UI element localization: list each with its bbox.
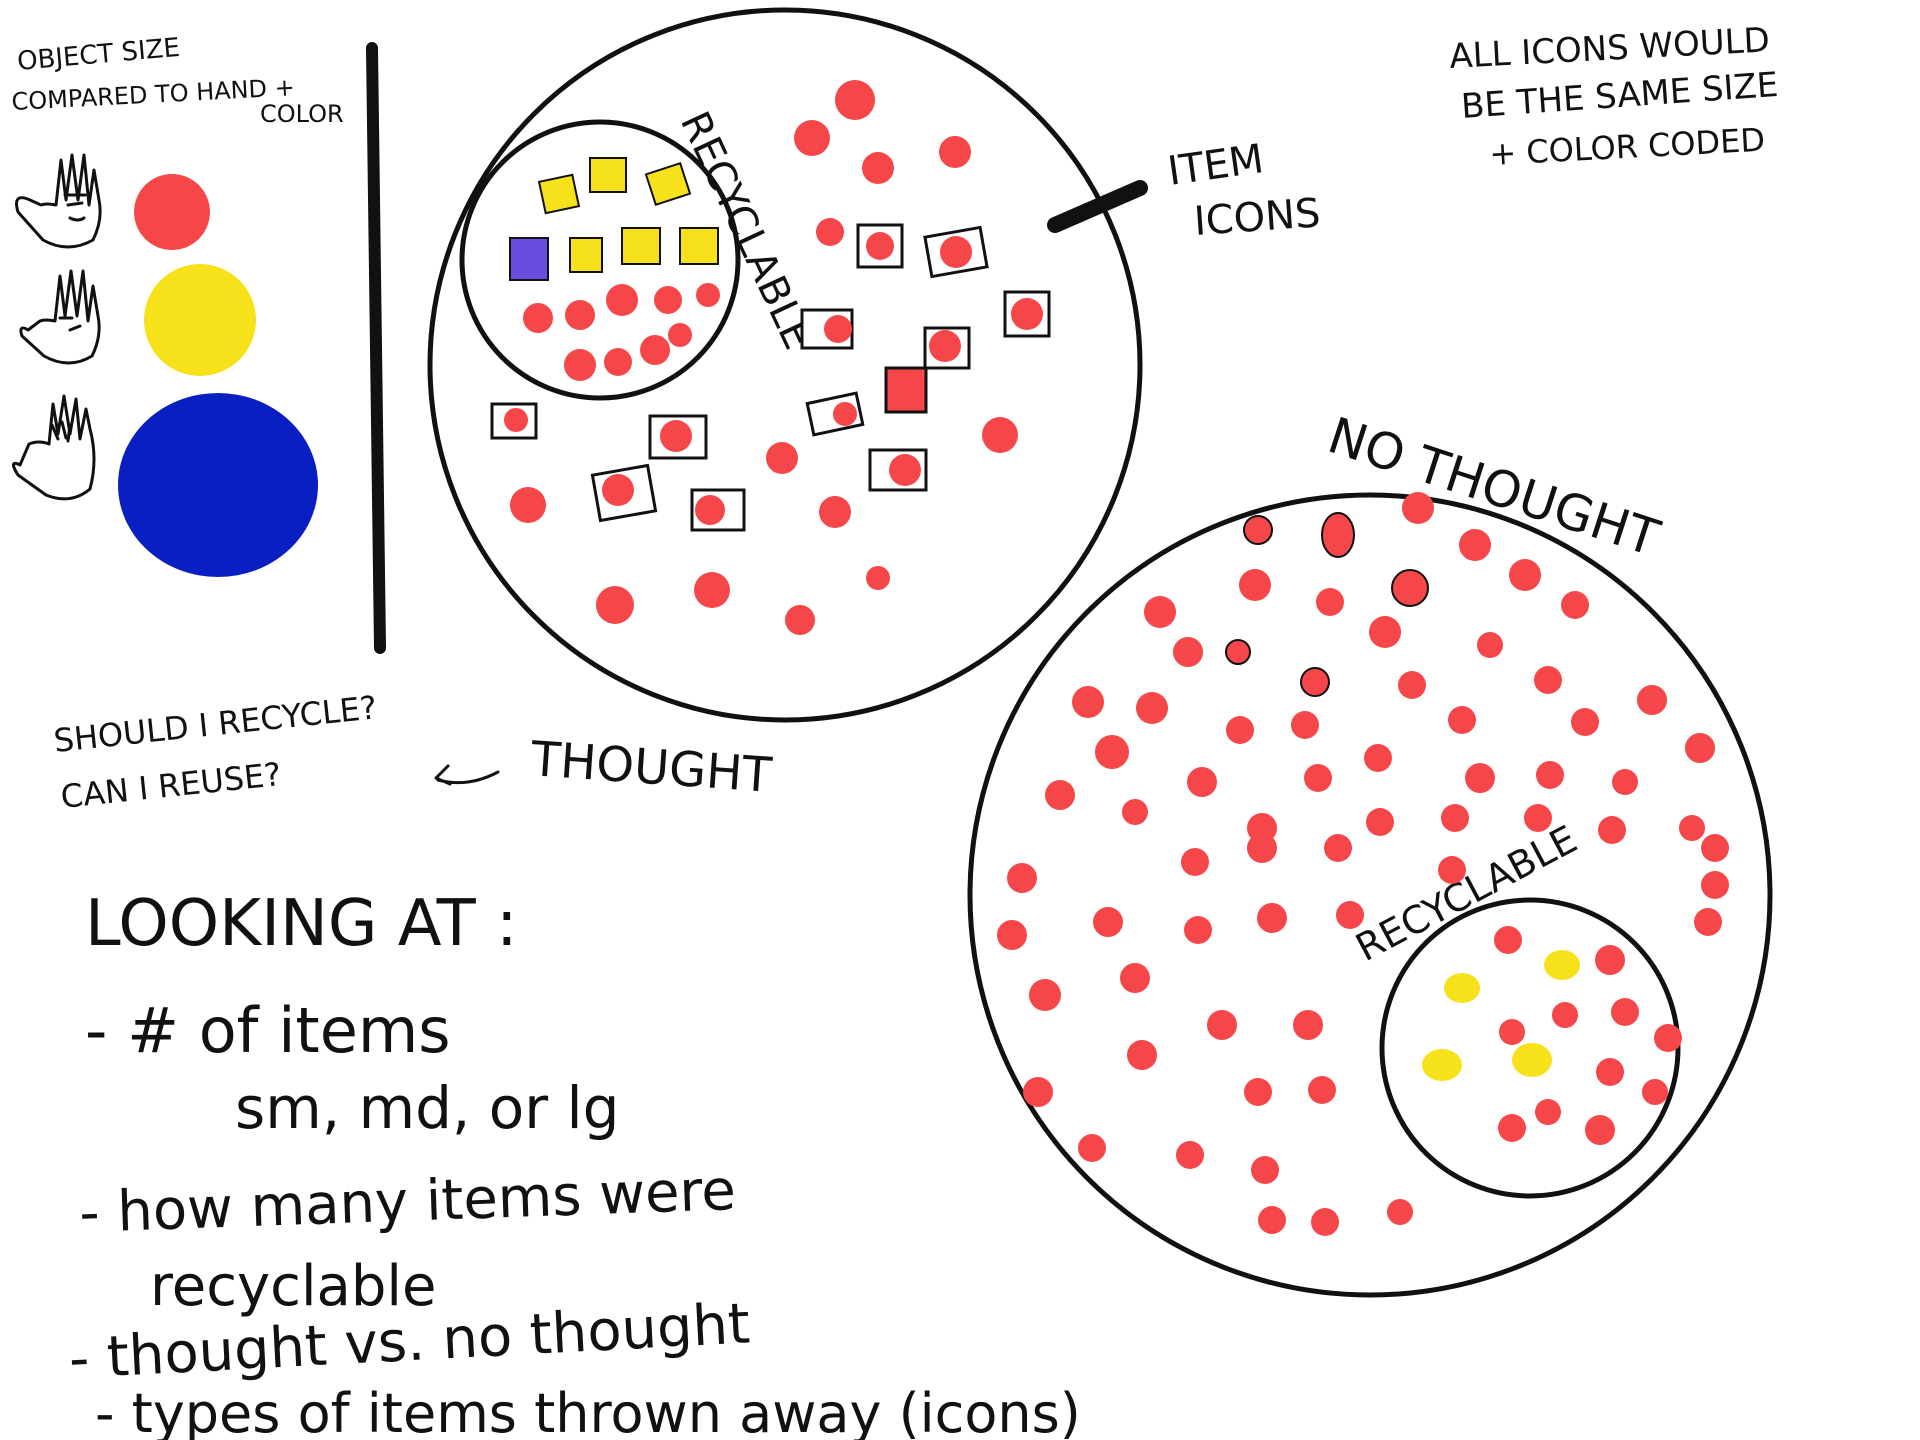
thought-recyclable-dots <box>523 283 720 381</box>
apple-core-icon <box>1243 515 1273 545</box>
size-dot-medium <box>144 264 256 376</box>
thought-recyclable-circle <box>459 119 741 401</box>
looking-at: LOOKING AT : - # of items sm, md, or lg … <box>67 887 1080 1440</box>
hand-icon-small <box>15 153 102 249</box>
item-icons-pointer <box>1047 180 1148 233</box>
wrapper-icon <box>805 391 865 437</box>
wrapper-icon <box>884 366 928 414</box>
note-top-right: ALL ICONS WOULD BE THE SAME SIZE + COLOR… <box>1448 20 1779 173</box>
no-thought-recyclable-label: RECYCLABLE <box>1349 817 1584 970</box>
no-thought-recyclable-dots <box>1494 926 1682 1145</box>
apple-core-icon <box>1300 667 1330 697</box>
strawberry-icon <box>1321 512 1355 558</box>
cube-icon <box>589 157 627 193</box>
item-icons-line1: ITEM <box>1165 136 1266 195</box>
legend-title-line2: COMPARED TO HAND + <box>11 73 296 116</box>
looking-at-item-3: - how many items were <box>78 1158 737 1246</box>
looking-at-item-1: - # of items <box>85 994 451 1067</box>
thought-circle: RECYCLABLE THOUGHT <box>427 7 1143 804</box>
hand-icon-medium <box>19 269 101 365</box>
no-thought-dots <box>997 492 1729 1236</box>
wrapper-icon <box>856 223 904 269</box>
no-thought-yellow-dots <box>1422 950 1580 1081</box>
legend-title-line3: COLOR <box>260 100 344 128</box>
wrapper-icon <box>690 488 746 532</box>
arrow-icon <box>434 764 500 786</box>
legend-title-line1: OBJECT SIZE <box>16 33 181 77</box>
cube-icon <box>569 237 603 273</box>
questions: SHOULD I RECYCLE? CAN I REUSE? <box>52 688 500 816</box>
wrapper-icon <box>1003 290 1051 338</box>
note-line3: + COLOR CODED <box>1488 121 1765 173</box>
no-thought-circle: NO THOUGHT RECYCLABLE <box>967 406 1773 1298</box>
wrapper-icon <box>923 326 971 370</box>
hand-icon-large <box>12 394 96 501</box>
divider-line <box>366 42 386 654</box>
cube-icon-large <box>509 237 549 281</box>
wrapper-icon <box>648 414 708 460</box>
wrapper-icon <box>868 448 928 492</box>
item-icons-line2: ICONS <box>1192 190 1321 245</box>
looking-at-heading: LOOKING AT : <box>85 887 518 961</box>
food-icons <box>1225 512 1429 697</box>
cube-icon <box>537 173 581 215</box>
wrapper-icon <box>923 225 989 279</box>
size-dot-small <box>134 174 210 250</box>
no-thought-label: NO THOUGHT <box>1321 406 1666 567</box>
looking-at-item-4: recyclable <box>150 1254 436 1319</box>
cube-icon <box>621 227 661 265</box>
size-dot-large <box>118 393 318 577</box>
item-icons <box>490 223 1051 532</box>
pumpkin-icon <box>1391 569 1429 607</box>
question-line1: SHOULD I RECYCLE? <box>52 688 379 760</box>
wrapper-icon <box>490 402 538 440</box>
legend: OBJECT SIZE COMPARED TO HAND + COLOR <box>11 33 344 577</box>
cube-icon <box>679 227 719 265</box>
question-line2: CAN I REUSE? <box>59 755 283 816</box>
note-line2: BE THE SAME SIZE <box>1460 65 1780 127</box>
wrapper-icon <box>800 308 854 350</box>
looking-at-item-6: - types of items thrown away (icons) <box>95 1382 1081 1440</box>
apple-core-icon <box>1225 639 1251 665</box>
medium-item-cubes <box>509 157 719 281</box>
cube-icon <box>644 161 692 207</box>
looking-at-item-2: sm, md, or lg <box>235 1074 619 1142</box>
wrapper-icon <box>590 463 658 523</box>
thought-label: THOUGHT <box>528 731 774 804</box>
no-thought-recyclable-circle <box>1379 897 1681 1199</box>
